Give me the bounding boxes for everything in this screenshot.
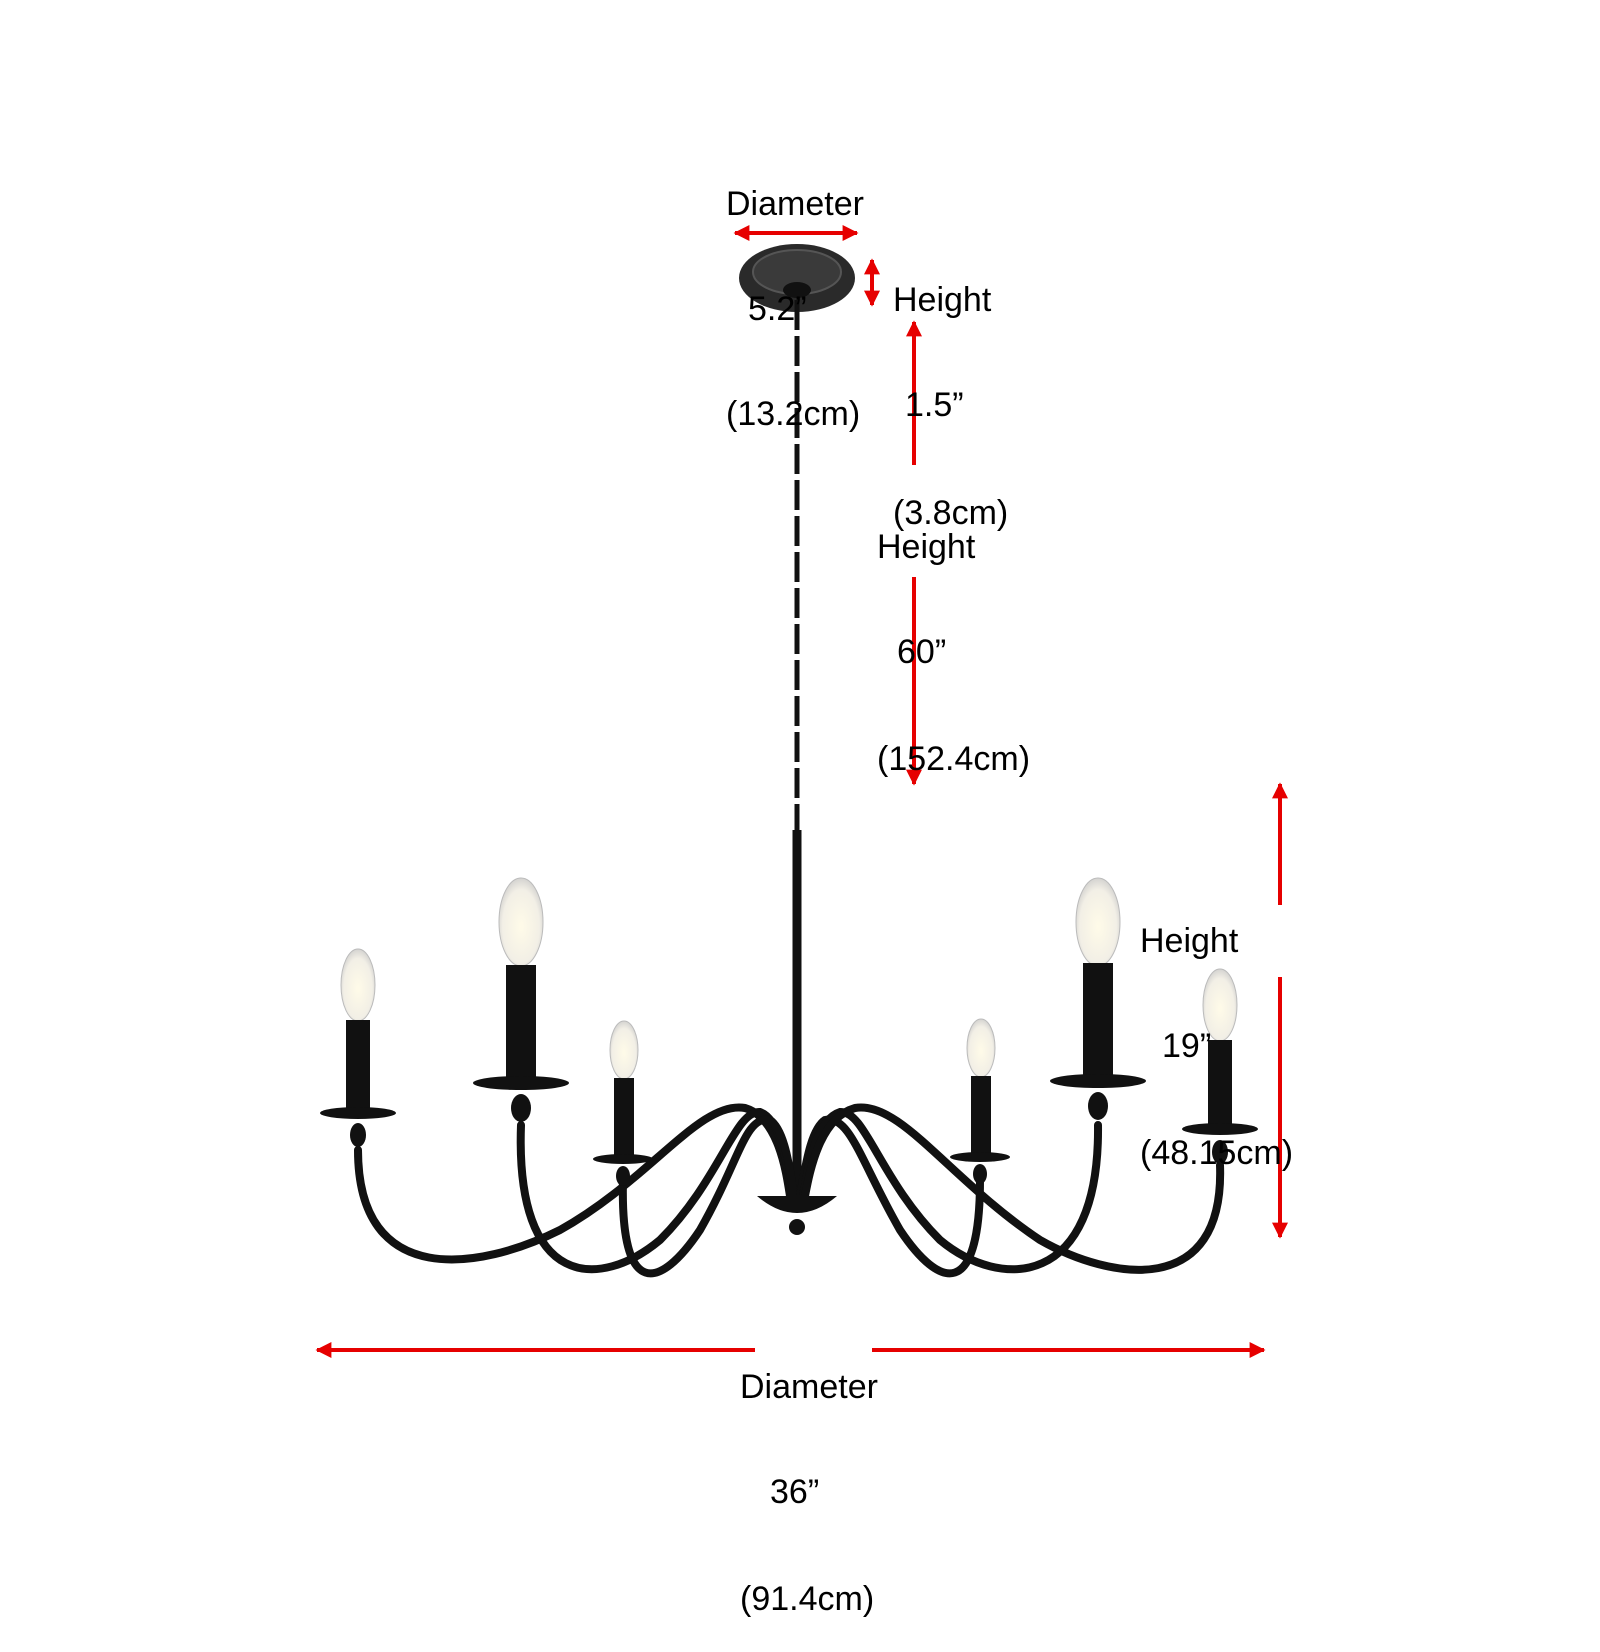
candle-6 [1182,968,1258,1164]
candle-2 [473,877,569,1122]
candle-4 [950,1018,1010,1184]
candle-3 [593,1020,653,1186]
chain-height-label: Height 60” (152.4cm) [877,460,1030,812]
dimension-title: Height [1140,922,1239,960]
candle-1 [320,948,396,1147]
dimension-metric: (48.15cm) [1140,1134,1294,1172]
candle-5 [1050,877,1146,1120]
dimension-imperial: 5.2” [748,290,807,328]
dimension-title: Diameter [726,185,864,223]
canopy-height-label: Height 1.5” (3.8cm) [893,213,1008,566]
dimension-imperial: 1.5” [905,386,964,424]
dimension-imperial: 60” [897,633,947,671]
arms [354,1103,1225,1278]
chandelier-drawing [315,225,1288,1358]
dimension-imperial: 36” [770,1473,820,1511]
canopy [739,244,855,312]
dimension-metric: (152.4cm) [877,740,1031,778]
dimension-metric: (3.8cm) [893,494,1009,532]
dimension-metric: (13.2cm) [726,395,861,433]
dimension-imperial: 19” [1162,1027,1212,1065]
dimension-title: Height [877,528,976,566]
hub-bowl [757,1196,837,1235]
body-diameter-label: Diameter 36” (91.4cm) [740,1300,878,1652]
dimension-title: Height [893,281,992,319]
body-height-label: Height 19” (48.15cm) [1140,854,1293,1206]
dimension-title: Diameter [740,1368,878,1406]
canopy-diameter-label: Diameter 5.2” (13.2cm) [726,117,864,467]
